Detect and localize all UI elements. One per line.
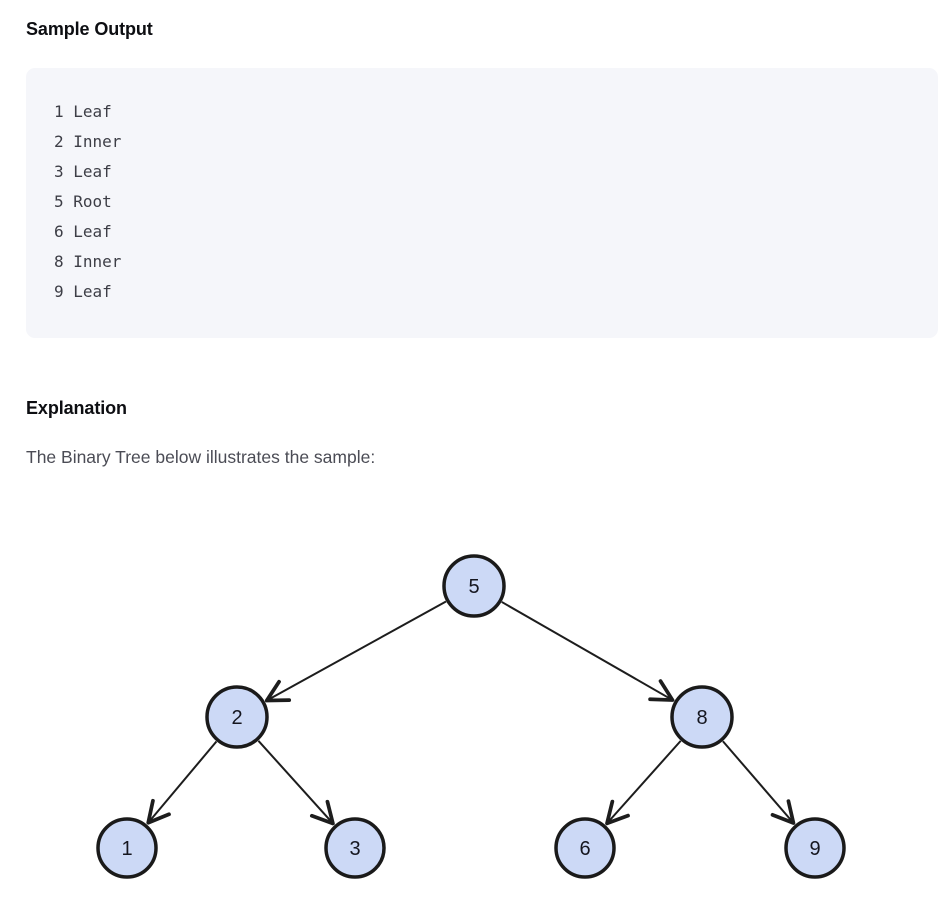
binary-tree-diagram: 5 2 8 1 3 6 9 <box>0 520 942 922</box>
tree-node-circle <box>670 685 734 749</box>
tree-node-circle <box>442 554 506 618</box>
code-line: 1 Leaf <box>54 102 112 121</box>
tree-node-2: 2 <box>205 685 269 749</box>
sample-output-heading: Sample Output <box>26 19 153 39</box>
tree-edge-2-3 <box>257 740 335 826</box>
tree-node-circle <box>324 817 386 879</box>
code-line: 2 Inner <box>54 132 122 151</box>
tree-edge-8-6 <box>605 740 682 826</box>
tree-node-label: 1 <box>121 838 132 860</box>
tree-node-8: 8 <box>670 685 734 749</box>
tree-node-5: 5 <box>442 554 506 618</box>
tree-edge-5-8 <box>501 601 675 702</box>
tree-node-label: 2 <box>231 707 242 729</box>
tree-node-label: 6 <box>579 838 590 860</box>
code-line: 8 Inner <box>54 252 122 271</box>
sample-output-block: 1 Leaf 2 Inner 3 Leaf 5 Root 6 Leaf 8 Inner 9 … <box>26 68 938 338</box>
tree-node-1: 1 <box>96 817 158 879</box>
explanation-heading: Explanation <box>26 398 127 418</box>
tree-node-circle <box>784 817 846 879</box>
tree-node-label: 9 <box>809 838 820 860</box>
code-line: 3 Leaf <box>54 162 112 181</box>
code-line: 5 Root <box>54 192 112 211</box>
tree-node-circle <box>96 817 158 879</box>
binary-tree-svg: 5 2 8 1 3 6 9 <box>96 554 846 879</box>
tree-nodes: 5 2 8 1 3 6 9 <box>96 554 846 879</box>
tree-node-circle <box>205 685 269 749</box>
tree-node-3: 3 <box>324 817 386 879</box>
tree-edges <box>146 600 796 826</box>
code-line: 6 Leaf <box>54 222 112 241</box>
explanation-text: The Binary Tree below illustrates the sa… <box>26 447 376 467</box>
tree-node-label: 3 <box>349 838 360 860</box>
tree-edge-8-9 <box>722 740 796 825</box>
tree-edge-2-1 <box>146 740 218 825</box>
tree-edge-5-2 <box>264 600 447 703</box>
tree-node-label: 5 <box>468 576 479 598</box>
tree-node-circle <box>554 817 616 879</box>
tree-node-6: 6 <box>554 817 616 879</box>
code-line: 9 Leaf <box>54 282 112 301</box>
tree-node-label: 8 <box>696 707 707 729</box>
sample-output-code: 1 Leaf 2 Inner 3 Leaf 5 Root 6 Leaf 8 Inner 9 … <box>54 97 910 307</box>
tree-node-9: 9 <box>784 817 846 879</box>
